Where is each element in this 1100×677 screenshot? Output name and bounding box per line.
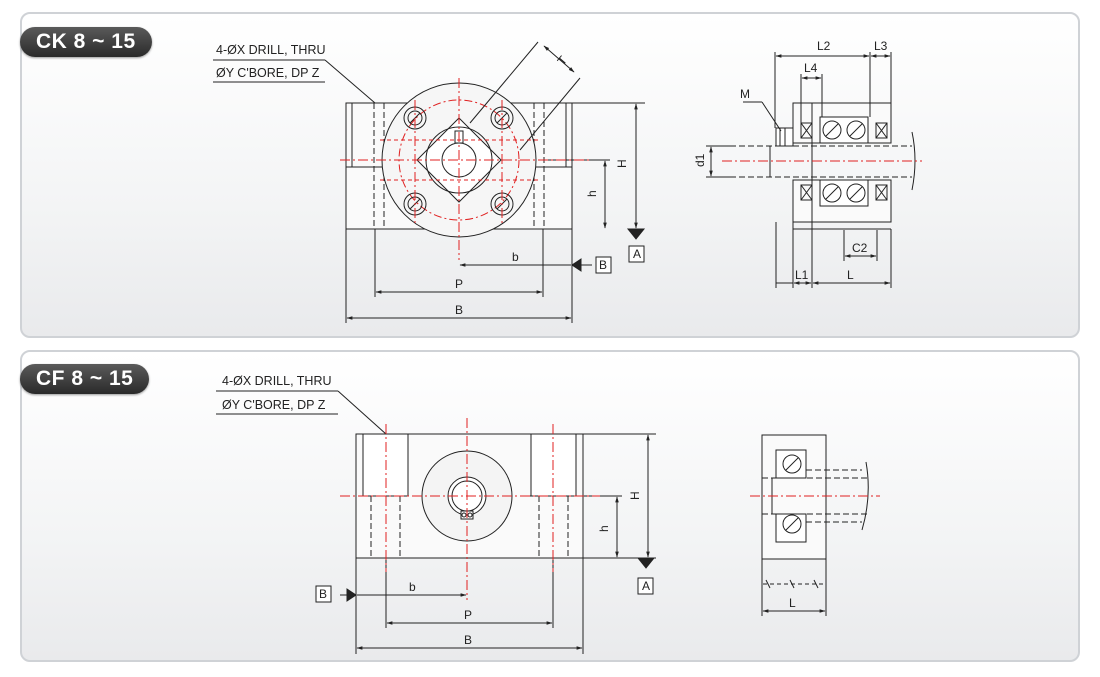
- ck-dim-L2: L2: [817, 39, 831, 53]
- cf-title-badge: CF 8 ~ 15: [20, 364, 150, 394]
- cf-dim-b: b: [409, 580, 416, 594]
- cf-side-labels: L: [789, 596, 796, 610]
- ck-datum-A: A: [633, 247, 641, 261]
- ck-dim-T: T: [555, 53, 571, 68]
- ck-front-view: [213, 41, 646, 323]
- cf-dim-L: L: [789, 596, 796, 610]
- ck-dim-M: M: [740, 87, 750, 101]
- ck-dim-d1: d1: [693, 153, 707, 167]
- cf-side-view: [761, 434, 870, 616]
- ck-dim-B: B: [455, 303, 463, 317]
- cf-datum-A: A: [642, 579, 650, 593]
- ck-dim-h: h: [585, 190, 599, 197]
- ck-dim-L4: L4: [804, 61, 818, 75]
- cf-datum-B: B: [319, 587, 327, 601]
- cf-note-line2: ØY C'BORE, DP Z: [222, 398, 326, 412]
- ck-datum-B: B: [599, 258, 607, 272]
- ck-side-labels: L2 L3 L4 M d1 C2 L1 L: [693, 39, 888, 282]
- ck-side-view: [706, 52, 916, 288]
- cf-note-line1: 4-ØX DRILL, THRU: [222, 374, 332, 388]
- ck-front-centerlines: [340, 78, 590, 260]
- cf-dim-P: P: [464, 608, 472, 622]
- cf-dim-h: h: [597, 525, 611, 532]
- ck-dim-P: P: [455, 277, 463, 291]
- cf-dim-B: B: [464, 633, 472, 647]
- cf-front-centerlines: [340, 418, 600, 600]
- cf-front-labels: 4-ØX DRILL, THRU ØY C'BORE, DP Z H h A B…: [222, 374, 650, 647]
- cf-front-view: [216, 390, 656, 654]
- ck-dim-L3: L3: [874, 39, 888, 53]
- ck-note-line1: 4-ØX DRILL, THRU: [216, 43, 326, 57]
- ck-dim-H: H: [615, 159, 629, 168]
- ck-title-badge: CK 8 ~ 15: [20, 27, 152, 57]
- ck-dim-b: b: [512, 250, 519, 264]
- ck-note-line2: ØY C'BORE, DP Z: [216, 66, 320, 80]
- ck-dim-C2: C2: [852, 241, 868, 255]
- ck-dim-L: L: [847, 268, 854, 282]
- ck-dim-L1: L1: [795, 268, 809, 282]
- ck-front-labels: 4-ØX DRILL, THRU ØY C'BORE, DP Z T H h A…: [216, 43, 641, 317]
- cf-dim-H: H: [628, 491, 642, 500]
